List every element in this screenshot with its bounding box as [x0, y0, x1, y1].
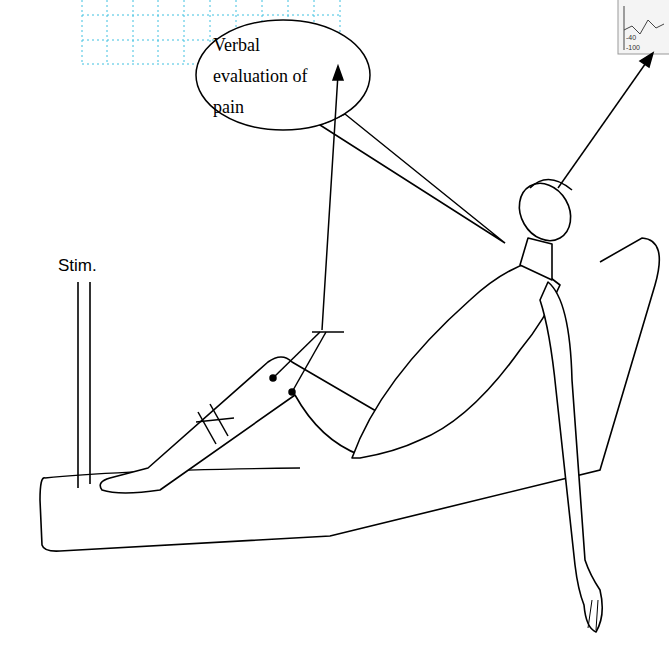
axis-tick: -100 [626, 44, 640, 51]
ankle-cuff [196, 404, 234, 444]
recording-electrodes [270, 332, 344, 395]
subject-figure [100, 174, 602, 632]
axis-tick: -40 [626, 34, 636, 41]
stim-leads [78, 282, 90, 488]
emg-arrow [322, 66, 343, 330]
bubble-ground [196, 20, 370, 130]
speech-bubble: Verbal evaluation of pain [196, 20, 370, 130]
eeg-arrow [558, 53, 653, 188]
chart-axis [624, 6, 625, 50]
bubble-tail [320, 114, 505, 243]
chart-thumbnail [618, 0, 669, 54]
chart-trace [624, 20, 664, 34]
stim-label: Stim. [58, 256, 97, 276]
bubble-text: Verbal evaluation of pain [213, 30, 325, 123]
